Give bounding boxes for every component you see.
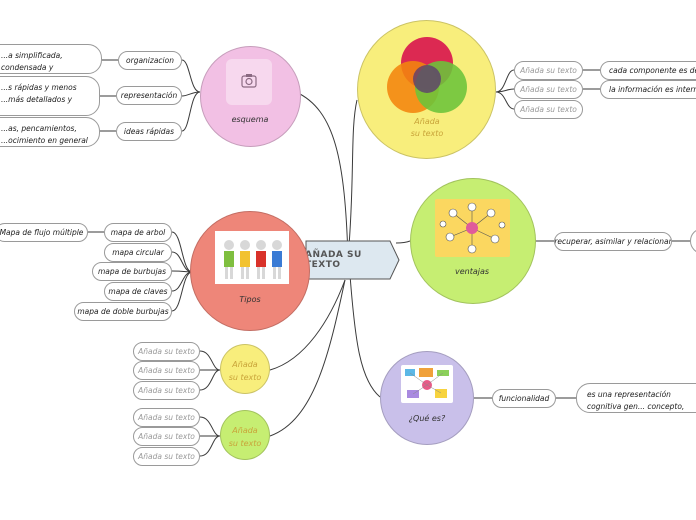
venn-diagram-image bbox=[387, 37, 467, 113]
topic-que-es-label: ¿Qué es? bbox=[408, 414, 446, 423]
topic-small-yellow[interactable] bbox=[220, 344, 270, 394]
topic-small-yellow-label-2: su texto bbox=[228, 373, 262, 382]
que-es-child[interactable]: funcionalidad bbox=[492, 389, 556, 408]
top-right-detail-2[interactable]: la información es interrelacio... bbox=[600, 80, 696, 99]
tipos-child-mapa-de-burbujas[interactable]: mapa de burbujas bbox=[92, 262, 172, 281]
esquema-child-representacion[interactable]: representación bbox=[116, 86, 182, 105]
central-topic[interactable]: AÑADA SU TEXTO bbox=[305, 240, 400, 280]
top-right-detail-1[interactable]: cada componente es de igua... bbox=[600, 61, 696, 80]
small-green-child-1[interactable]: Añada su texto bbox=[133, 408, 200, 427]
small-yellow-child-1[interactable]: Añada su texto bbox=[133, 342, 200, 361]
tipos-image bbox=[215, 231, 289, 284]
tipos-child-mapa-de-claves[interactable]: mapa de claves bbox=[104, 282, 172, 301]
esquema-detail-1[interactable]: ...a simplificada, condensada y bbox=[0, 44, 102, 74]
topic-tipos-label: Tipos bbox=[239, 295, 261, 304]
topic-top-right-label-1: Añada bbox=[414, 117, 440, 126]
esquema-child-ideas-rapidas[interactable]: ideas rápidas bbox=[116, 122, 182, 141]
esquema-child-organizacion[interactable]: organizacion bbox=[118, 51, 182, 70]
que-es-detail[interactable]: es una representación cognitiva gen... c… bbox=[576, 383, 696, 413]
tipos-detail-mapa-de-flujo-multiple[interactable]: Mapa de flujo múltiple bbox=[0, 223, 88, 242]
topic-small-green-label-1: Añada bbox=[232, 426, 258, 435]
topic-ventajas-label: ventajas bbox=[454, 267, 490, 276]
camera-icon bbox=[241, 74, 257, 88]
que-es-image bbox=[401, 365, 453, 403]
small-yellow-child-3[interactable]: Añada su texto bbox=[133, 381, 200, 400]
ventajas-image bbox=[435, 199, 510, 257]
link-ventajas bbox=[395, 240, 411, 244]
link-que-es bbox=[349, 274, 381, 398]
topic-esquema-label: esquema bbox=[231, 115, 269, 124]
link-small-green bbox=[269, 279, 346, 437]
central-title: AÑADA SU TEXTO bbox=[305, 250, 362, 270]
top-right-child-2[interactable]: Añada su texto bbox=[514, 80, 583, 99]
image-placeholder bbox=[226, 59, 272, 105]
small-green-child-3[interactable]: Añada su texto bbox=[133, 447, 200, 466]
topic-small-green-label-2: su texto bbox=[228, 439, 262, 448]
link-small-yellow bbox=[269, 279, 346, 371]
concept-illustration-icon bbox=[405, 368, 449, 398]
small-yellow-child-2[interactable]: Añada su texto bbox=[133, 361, 200, 380]
esquema-detail-3[interactable]: ...as, pencamientos, ...ocimiento en gen… bbox=[0, 117, 100, 147]
top-right-child-3[interactable]: Añada su texto bbox=[514, 100, 583, 119]
link-esquema bbox=[295, 91, 349, 259]
topic-top-right-label-2: su texto bbox=[410, 129, 444, 138]
top-right-child-1[interactable]: Añada su texto bbox=[514, 61, 583, 80]
small-green-child-2[interactable]: Añada su texto bbox=[133, 427, 200, 446]
tipos-child-mapa-de-arbol[interactable]: mapa de arbol bbox=[104, 223, 172, 242]
people-puzzle-icon bbox=[224, 240, 282, 279]
tipos-child-mapa-de-doble-burbujas[interactable]: mapa de doble burbujas bbox=[74, 302, 172, 321]
tipos-child-mapa-circular[interactable]: mapa circular bbox=[104, 243, 172, 262]
topic-small-green[interactable] bbox=[220, 410, 270, 460]
mindmap-illustration-icon bbox=[439, 202, 506, 254]
topic-small-yellow-label-1: Añada bbox=[232, 360, 258, 369]
link-top-right bbox=[347, 99, 358, 259]
ventajas-child[interactable]: recuperar, asimilar y relacionar bbox=[554, 232, 672, 251]
esquema-detail-2[interactable]: ...s rápidas y menos ...más detallados y bbox=[0, 76, 100, 116]
